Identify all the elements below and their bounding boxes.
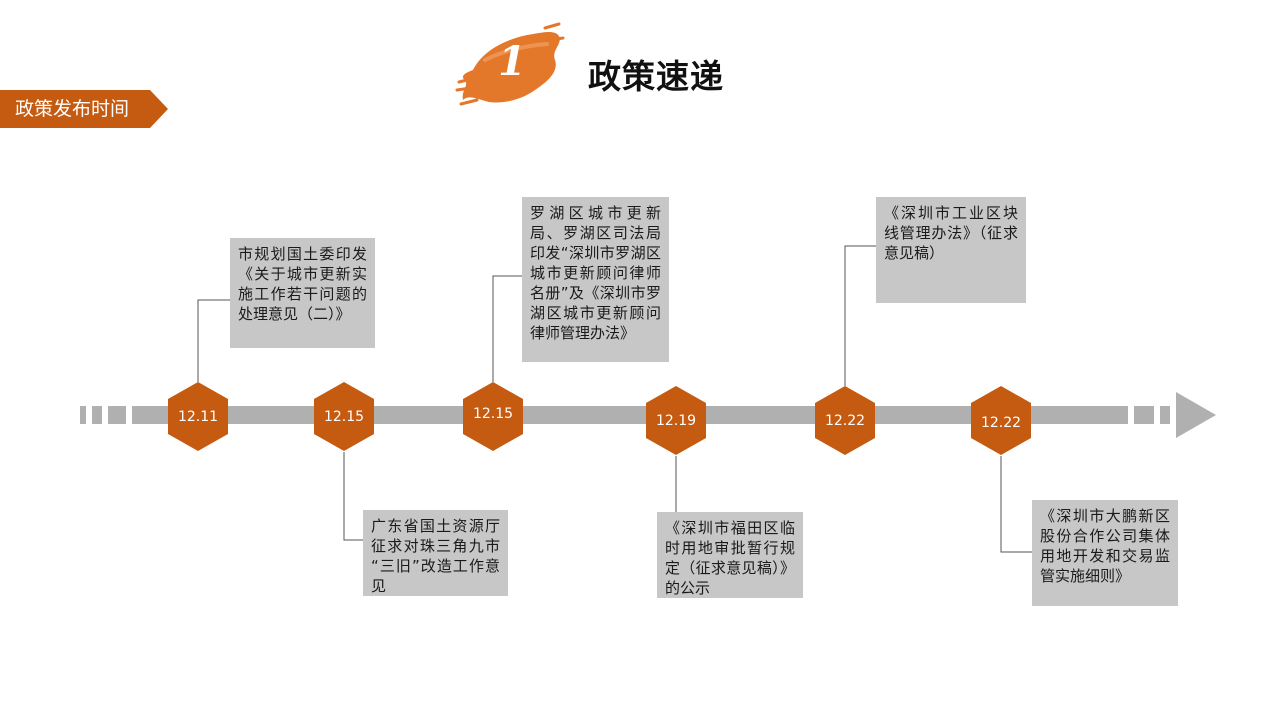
date-hexagon — [463, 382, 523, 451]
date-hexagon — [168, 382, 228, 451]
section-tag-shape — [0, 90, 168, 128]
date-hexagon — [646, 386, 706, 455]
event-card-6: 《深圳市大鹏新区股份合作公司集体用地开发和交易监管实施细则》 — [1032, 500, 1178, 606]
timeline-dash — [1160, 406, 1170, 424]
connector-line — [844, 245, 878, 386]
timeline-arrow-head — [1176, 392, 1216, 438]
date-hexagon — [971, 386, 1031, 455]
date-hexagon — [314, 382, 374, 451]
event-date-2: 12.15 — [323, 409, 365, 425]
event-card-5: 《深圳市工业区块线管理办法》（征求意见稿） — [876, 197, 1026, 303]
connector-line — [197, 299, 230, 382]
header-brush-badge — [455, 22, 565, 106]
event-date-1: 12.11 — [177, 409, 219, 425]
event-card-4: 《深圳市福田区临时用地审批暂行规定（征求意见稿）》的公示 — [657, 512, 803, 598]
event-card-2: 广东省国土资源厅征求对珠三角九市 “三旧”改造工作意见 — [363, 510, 508, 596]
timeline-dash — [1134, 406, 1154, 424]
header-number: 1 — [498, 38, 526, 85]
event-card-1: 市规划国土委印发《关于城市更新实施工作若干问题的处理意见（二）》 — [230, 238, 375, 348]
connector-line — [1000, 456, 1034, 553]
timeline-dash — [108, 406, 126, 424]
date-hexagon — [815, 386, 875, 455]
section-tag-label: 政策发布时间 — [15, 98, 130, 120]
timeline-dash — [92, 406, 102, 424]
timeline-dash — [80, 406, 86, 424]
event-date-5: 12.22 — [824, 413, 866, 429]
event-date-3: 12.15 — [472, 406, 514, 422]
event-card-3: 罗湖区城市更新局、罗湖区司法局印发“深圳市罗湖区城市更新顾问律师名册”及《深圳市… — [522, 197, 669, 362]
connector-line — [492, 275, 522, 382]
page-title: 政策速递 — [588, 57, 724, 96]
connector-line — [343, 452, 364, 541]
event-date-4: 12.19 — [655, 413, 697, 429]
timeline-bar — [132, 406, 1128, 424]
event-date-6: 12.22 — [980, 415, 1022, 431]
